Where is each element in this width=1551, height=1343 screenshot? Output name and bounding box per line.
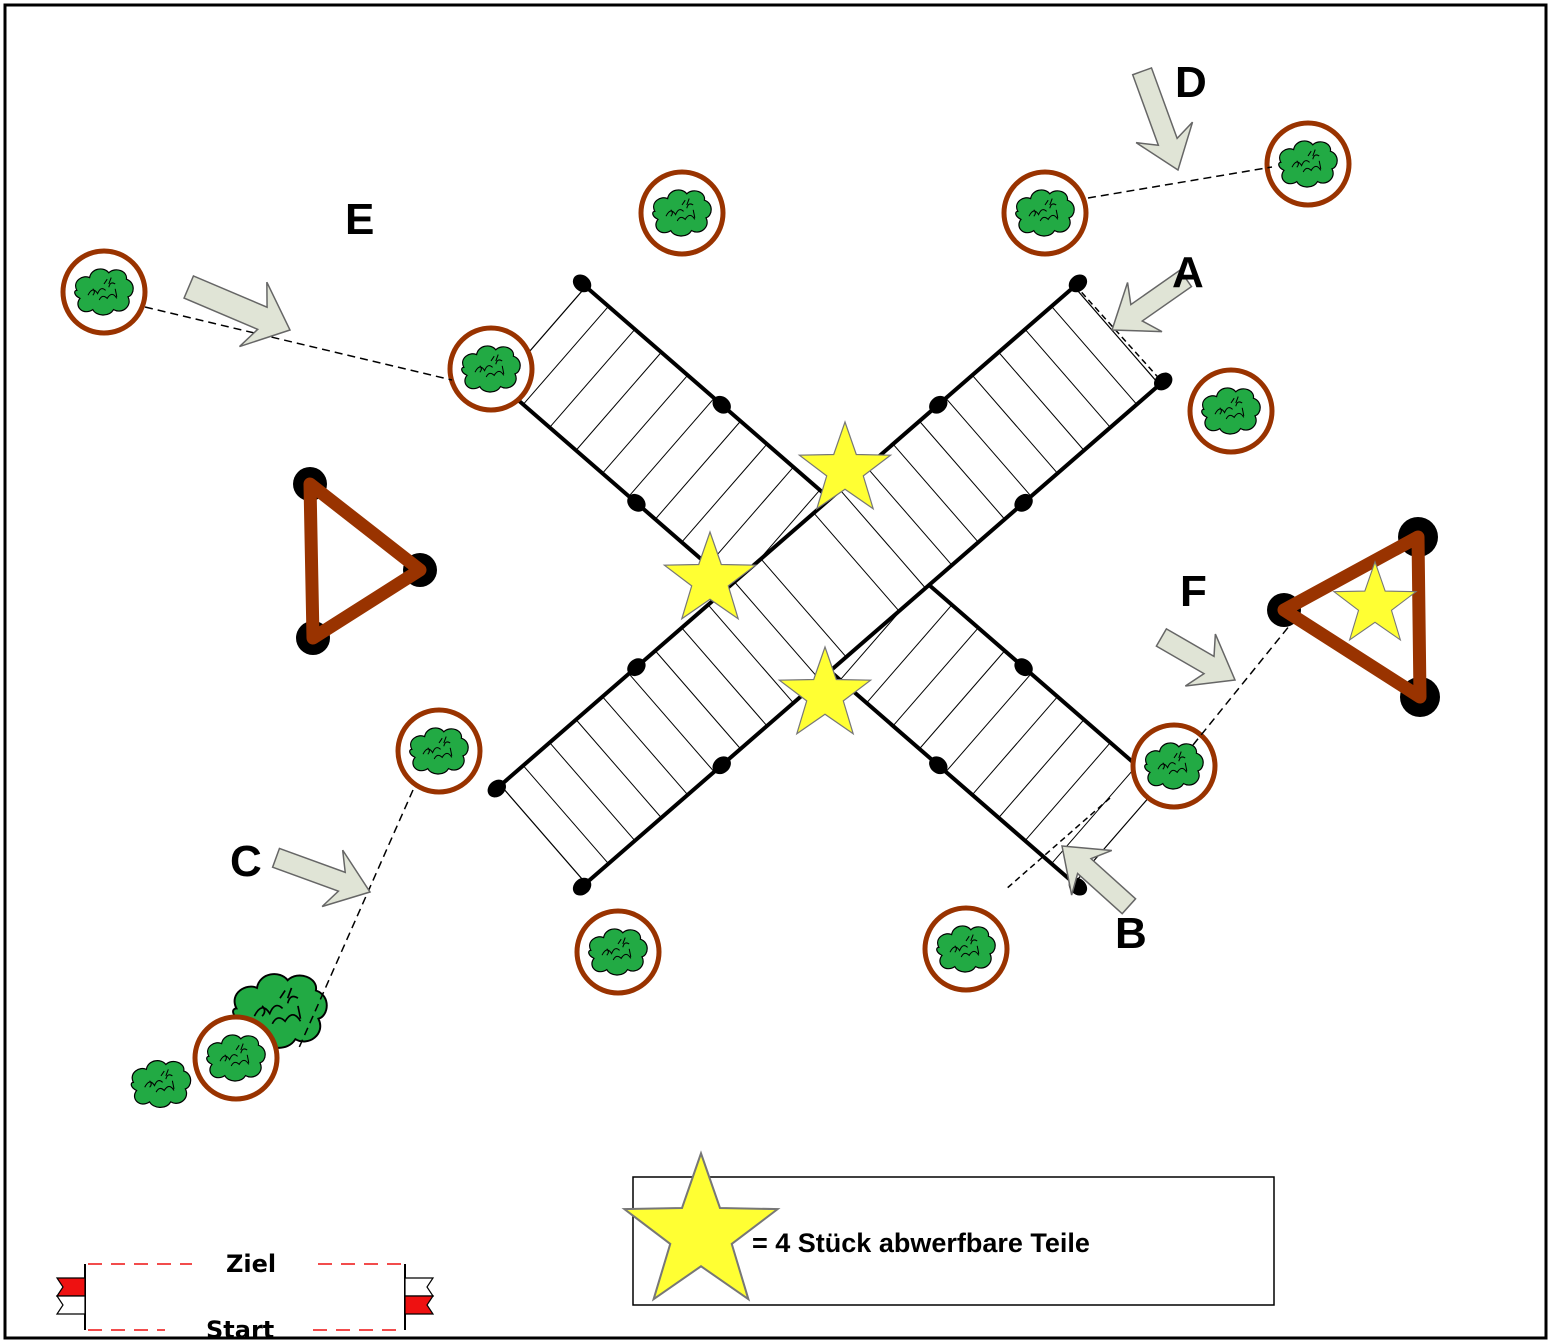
triangle-obstacle-right: [1267, 517, 1440, 717]
label-c: C: [230, 837, 262, 886]
tree-icon: [641, 172, 723, 254]
tree-icon: [63, 251, 145, 333]
flag-right-icon: [404, 1277, 435, 1315]
arrow-e-icon: [183, 274, 292, 348]
arrow-b-icon: [1061, 845, 1137, 915]
arrow-c-icon: [271, 847, 372, 908]
fence-arm-ne-sw: [487, 274, 1173, 896]
label-e: E: [345, 195, 374, 244]
cross-fences: [487, 274, 1173, 896]
flag-left-icon: [55, 1277, 86, 1315]
tree-icon: [195, 1017, 277, 1099]
arrow-f-icon: [1155, 627, 1237, 687]
dashed-lines: [144, 166, 1291, 1051]
tree-icon: [577, 911, 659, 993]
label-b: B: [1115, 909, 1147, 958]
tree-icon: [450, 328, 532, 410]
tree-icon: [1133, 725, 1215, 807]
tree-icon: [1004, 172, 1086, 254]
tree-icon: [1267, 123, 1349, 205]
legend: = 4 Stück abwerfbare Teile: [623, 1152, 1275, 1306]
start-label: Start: [206, 1316, 274, 1343]
label-a: A: [1172, 248, 1204, 297]
tree-icon: [1190, 370, 1272, 452]
triangle-obstacle-left: [293, 467, 437, 655]
pointer-arrows: [183, 66, 1237, 915]
finish-label: Ziel: [226, 1250, 276, 1278]
start-finish-gate: Ziel Start: [55, 1250, 435, 1343]
legend-text: = 4 Stück abwerfbare Teile: [752, 1228, 1090, 1258]
tree-icon: [925, 908, 1007, 990]
label-d: D: [1175, 58, 1207, 107]
arrow-d-icon: [1131, 66, 1194, 172]
arrow-a-icon: [1110, 269, 1193, 333]
tree-icon: [398, 710, 480, 792]
label-f: F: [1180, 567, 1207, 616]
